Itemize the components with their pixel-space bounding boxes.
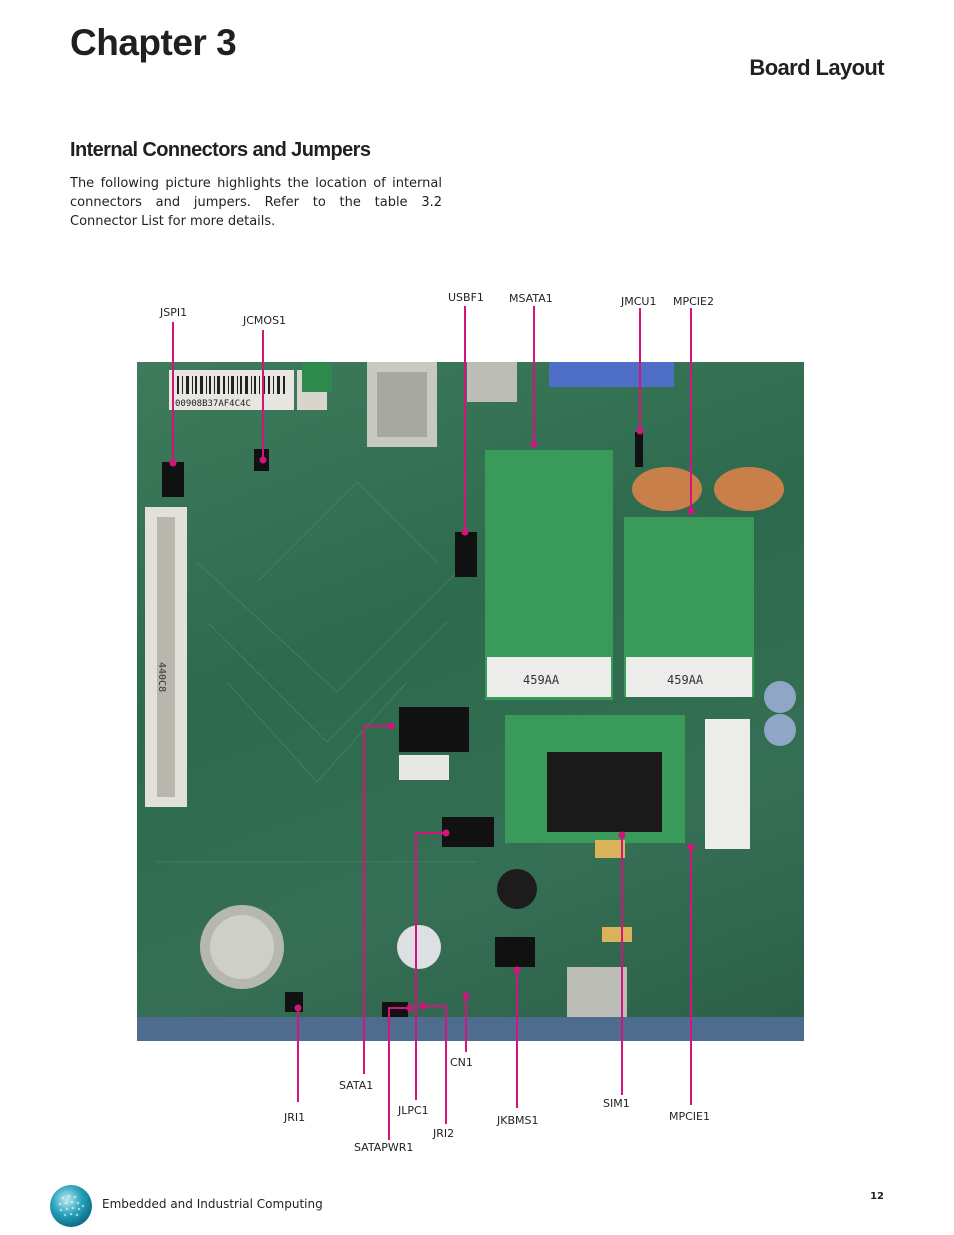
msata-module-code: 459AA <box>523 673 560 687</box>
callout-dot-mpcie2 <box>687 507 695 515</box>
label-usbf1: USBF1 <box>448 291 484 304</box>
footer-tagline: Embedded and Industrial Computing <box>102 1197 323 1211</box>
subheading: Internal Connectors and Jumpers <box>70 139 371 161</box>
intro-paragraph: The following picture highlights the loc… <box>70 176 442 229</box>
label-jlpc1: JLPC1 <box>398 1104 429 1117</box>
label-jmcu1: JMCU1 <box>621 295 657 308</box>
callout-dot-jspi1 <box>169 459 177 467</box>
label-msata1: MSATA1 <box>509 292 553 305</box>
callout-dot-jlpc1 <box>442 829 450 837</box>
label-sata1: SATA1 <box>339 1079 374 1092</box>
label-jspi1: JSPI1 <box>160 306 188 319</box>
dimm-code-text: 440C8 <box>156 662 167 692</box>
label-satapwr1: SATAPWR1 <box>354 1141 414 1154</box>
callout-dot-sata1 <box>387 722 395 730</box>
callout-line-jlpc1 <box>415 832 446 1100</box>
callout-line-sata1 <box>363 725 391 1074</box>
label-cn1: CN1 <box>450 1056 473 1069</box>
callout-dot-jkbms1 <box>513 966 521 974</box>
label-jri1: JRI1 <box>284 1111 306 1124</box>
label-jri2: JRI2 <box>433 1127 455 1140</box>
callout-dot-cn1 <box>462 992 470 1000</box>
label-sim1: SIM1 <box>603 1097 630 1110</box>
callout-dot-satapwr1 <box>406 1004 414 1012</box>
label-mpcie1: MPCIE1 <box>669 1110 710 1123</box>
callout-dot-msata1 <box>530 440 538 448</box>
company-logo <box>49 1184 93 1228</box>
mpcie2-module-code: 459AA <box>667 673 704 687</box>
callout-dot-jri2 <box>419 1002 427 1010</box>
chapter-title: Chapter 3 <box>70 22 237 63</box>
label-jkbms1: JKBMS1 <box>497 1114 539 1127</box>
section-title: Board Layout <box>749 55 884 80</box>
serial-sticker-text: 00908B37AF4C4C <box>175 399 251 409</box>
callout-dot-jcmos1 <box>259 456 267 464</box>
label-jcmos1: JCMOS1 <box>243 314 287 327</box>
page-number: 12 <box>870 1191 884 1202</box>
callout-dot-sim1 <box>618 831 626 839</box>
label-mpcie2: MPCIE2 <box>673 295 714 308</box>
callout-dot-usbf1 <box>461 528 469 536</box>
callout-dot-jri1 <box>294 1004 302 1012</box>
board-photo: 00908B37AF4C4C 440C8 459AA <box>137 362 804 1041</box>
board-illustration: 00908B37AF4C4C 440C8 459AA <box>137 362 804 1041</box>
callout-line-jri2 <box>423 1005 447 1124</box>
callout-line-satapwr1 <box>388 1007 410 1140</box>
callout-dot-mpcie1 <box>687 843 695 851</box>
callout-dot-jmcu1 <box>636 427 644 435</box>
